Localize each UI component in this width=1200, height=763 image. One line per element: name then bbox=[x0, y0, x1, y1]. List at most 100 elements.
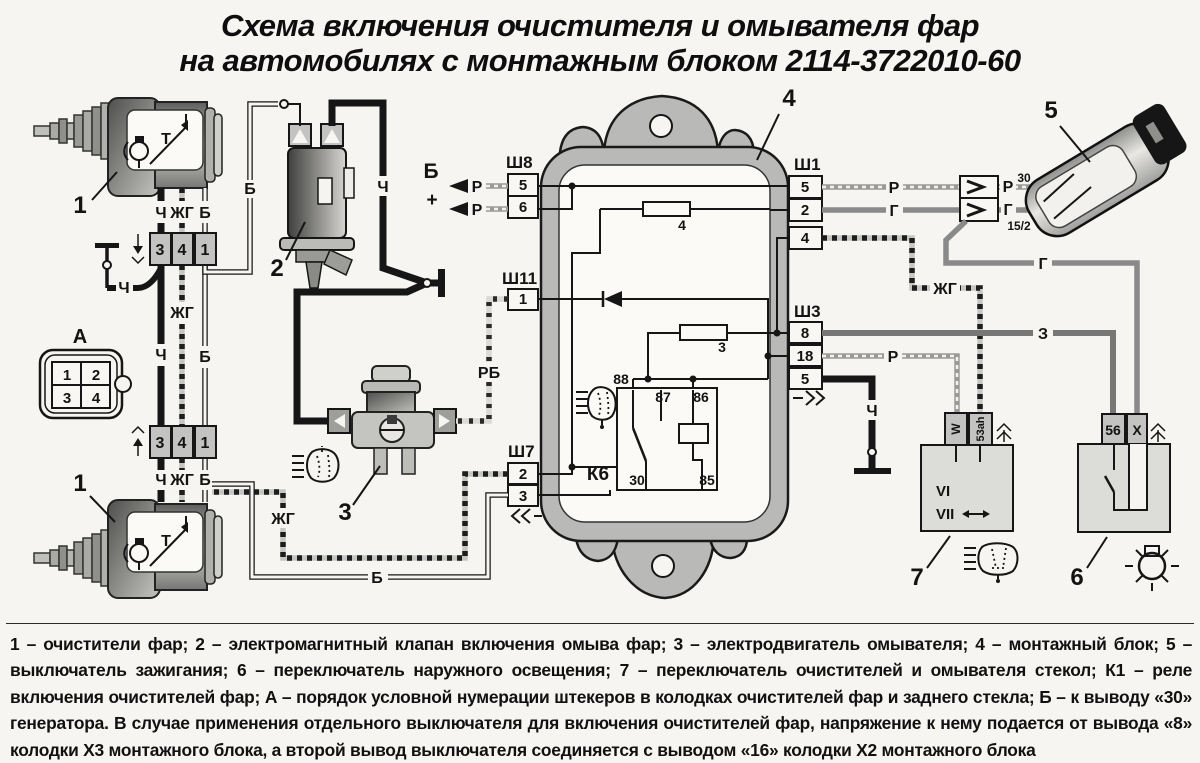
ground-icon bbox=[854, 468, 891, 474]
wire-label-r: Р bbox=[1003, 179, 1014, 196]
block-connector-sh1: Ш1 5 2 4 bbox=[788, 155, 823, 250]
wire-ch-valve-ground bbox=[293, 99, 445, 425]
wire-label-b: Б bbox=[199, 472, 211, 489]
a-cell: 2 bbox=[92, 367, 100, 384]
bulb-icon bbox=[1125, 545, 1179, 591]
wiper-connector-block-bottom: 3 4 1 bbox=[131, 425, 217, 459]
callout-3: 3 bbox=[338, 499, 351, 526]
headlight-wiper-motor-bottom: Т bbox=[33, 499, 223, 599]
block-mount-hole-top bbox=[649, 114, 673, 138]
wire-label-zhg: ЖГ bbox=[169, 205, 194, 222]
valve-terminal-chevron bbox=[292, 129, 308, 143]
switch6-channel bbox=[1128, 444, 1148, 511]
switch7-terminal-53ah: 53ah bbox=[975, 416, 987, 441]
wire-rb-washer bbox=[456, 296, 508, 424]
headlight-wiper-motor-top: Т bbox=[33, 97, 223, 197]
relay-pin-86: 86 bbox=[693, 389, 709, 405]
legend-text: 1 – очистители фар; 2 – электромагнитный… bbox=[10, 634, 1192, 760]
harness-arrow-up-icon bbox=[1150, 422, 1166, 442]
switch7-body bbox=[920, 444, 1014, 532]
wire-label-z: З bbox=[1038, 326, 1048, 343]
block-pin: 3 bbox=[156, 435, 165, 452]
motor-thermal-label: Т bbox=[161, 533, 171, 550]
callout-4-line bbox=[756, 113, 780, 161]
ignition-switch bbox=[1024, 103, 1187, 238]
callout-6-line bbox=[1086, 536, 1108, 569]
wire-label-b-gen: Б bbox=[423, 160, 438, 183]
wire-label-zhg: ЖГ bbox=[270, 511, 295, 528]
callout-2-line bbox=[285, 221, 306, 261]
switch7-position-vii: VII bbox=[936, 506, 954, 523]
wire-label-ch: Ч bbox=[377, 179, 388, 196]
connector-a-title: А bbox=[73, 326, 87, 348]
sh7-pin: 2 bbox=[519, 466, 527, 483]
fuse-4-label: 4 bbox=[678, 217, 686, 233]
relay-pin-87: 87 bbox=[655, 389, 671, 405]
sh3-pin: 5 bbox=[801, 371, 809, 388]
relay-pin-85: 85 bbox=[699, 472, 715, 488]
harness-arrow-right-icon bbox=[793, 390, 826, 406]
callout-6: 6 bbox=[1070, 564, 1083, 591]
wire-label-b: Б bbox=[244, 181, 256, 198]
block-bottom-bump-right bbox=[708, 536, 749, 560]
wire-label-b: Б bbox=[371, 570, 383, 587]
wire-label-ch: Ч bbox=[155, 472, 166, 489]
diode-triangle bbox=[604, 291, 622, 307]
valve-side-nozzle bbox=[323, 249, 353, 277]
callout-5-line bbox=[1059, 125, 1091, 163]
sh8-pin: 5 bbox=[519, 177, 527, 194]
switch6-terminal-56: 56 bbox=[1105, 422, 1121, 438]
plus-label: + bbox=[426, 190, 437, 211]
wire-label-zhg: ЖГ bbox=[932, 281, 957, 298]
ignition-terminal-30: 30 bbox=[1017, 171, 1031, 185]
valve-body bbox=[287, 147, 347, 239]
callout-2: 2 bbox=[270, 255, 283, 282]
sh1-pin: 2 bbox=[801, 202, 809, 219]
block-pin: 1 bbox=[201, 435, 210, 452]
connector-chevron-icon bbox=[966, 179, 988, 195]
title-line-2: на автомобилях с монтажным блоком 2114-3… bbox=[179, 43, 1021, 78]
windshield-wiper-icon bbox=[964, 542, 1019, 583]
connector-chevron-icon bbox=[966, 202, 988, 218]
wire-z-run bbox=[822, 330, 1116, 413]
sh1-pin: 5 bbox=[801, 179, 809, 196]
harness-arrow-up-icon bbox=[131, 425, 145, 456]
switch6-terminal-x: X bbox=[1132, 422, 1142, 438]
block-pin: 3 bbox=[156, 242, 165, 259]
fuse-3-label: 3 bbox=[718, 339, 726, 355]
callout-1-top: 1 bbox=[73, 192, 86, 219]
block-connector-sh11: Ш11 1 bbox=[502, 269, 539, 311]
wiper-washer-switch: W 53ah VI VII bbox=[920, 412, 1014, 532]
harness-arrow-up-icon bbox=[996, 422, 1012, 442]
ground-icon bbox=[438, 269, 445, 297]
block-pin: 4 bbox=[178, 242, 187, 259]
relay-pin-30: 30 bbox=[629, 472, 645, 488]
wire-label-g: Г bbox=[1038, 256, 1047, 273]
relay-contact-blade bbox=[631, 427, 648, 462]
wire-label-ch: Ч bbox=[155, 347, 166, 364]
wire-label-rb: РБ bbox=[478, 365, 500, 382]
block-connector-sh7: Ш7 2 3 bbox=[507, 442, 542, 524]
light-switch: 56 X bbox=[1077, 413, 1171, 533]
generator-feed: Б + Р Р bbox=[423, 160, 508, 219]
wire-label-r: Р bbox=[472, 179, 483, 196]
sh8-pin: 6 bbox=[519, 199, 527, 216]
callout-5: 5 bbox=[1044, 97, 1057, 124]
wire-label-r: Р bbox=[472, 202, 483, 219]
relay-k6: 88 87 86 30 85 К6 bbox=[587, 371, 718, 491]
relay-name: К6 bbox=[587, 464, 609, 485]
mounting-block: 4 3 bbox=[502, 85, 826, 600]
block-mount-hole-bottom bbox=[651, 554, 675, 578]
feed-arrow-icon bbox=[449, 202, 468, 216]
switch7-position-vi: VI bbox=[936, 483, 950, 500]
callout-1-bottom: 1 bbox=[73, 470, 86, 497]
harness-arrow-down-icon bbox=[131, 234, 145, 265]
sh1-title: Ш1 bbox=[794, 155, 821, 174]
wire-r-run bbox=[822, 353, 960, 413]
washer-motor bbox=[327, 365, 457, 475]
wire-label-r: Р bbox=[888, 349, 899, 366]
inline-connector-pair bbox=[959, 175, 999, 222]
wire-label-b: Б bbox=[199, 349, 211, 366]
sh7-pin: 3 bbox=[519, 488, 527, 505]
block-pin: 1 bbox=[201, 242, 210, 259]
